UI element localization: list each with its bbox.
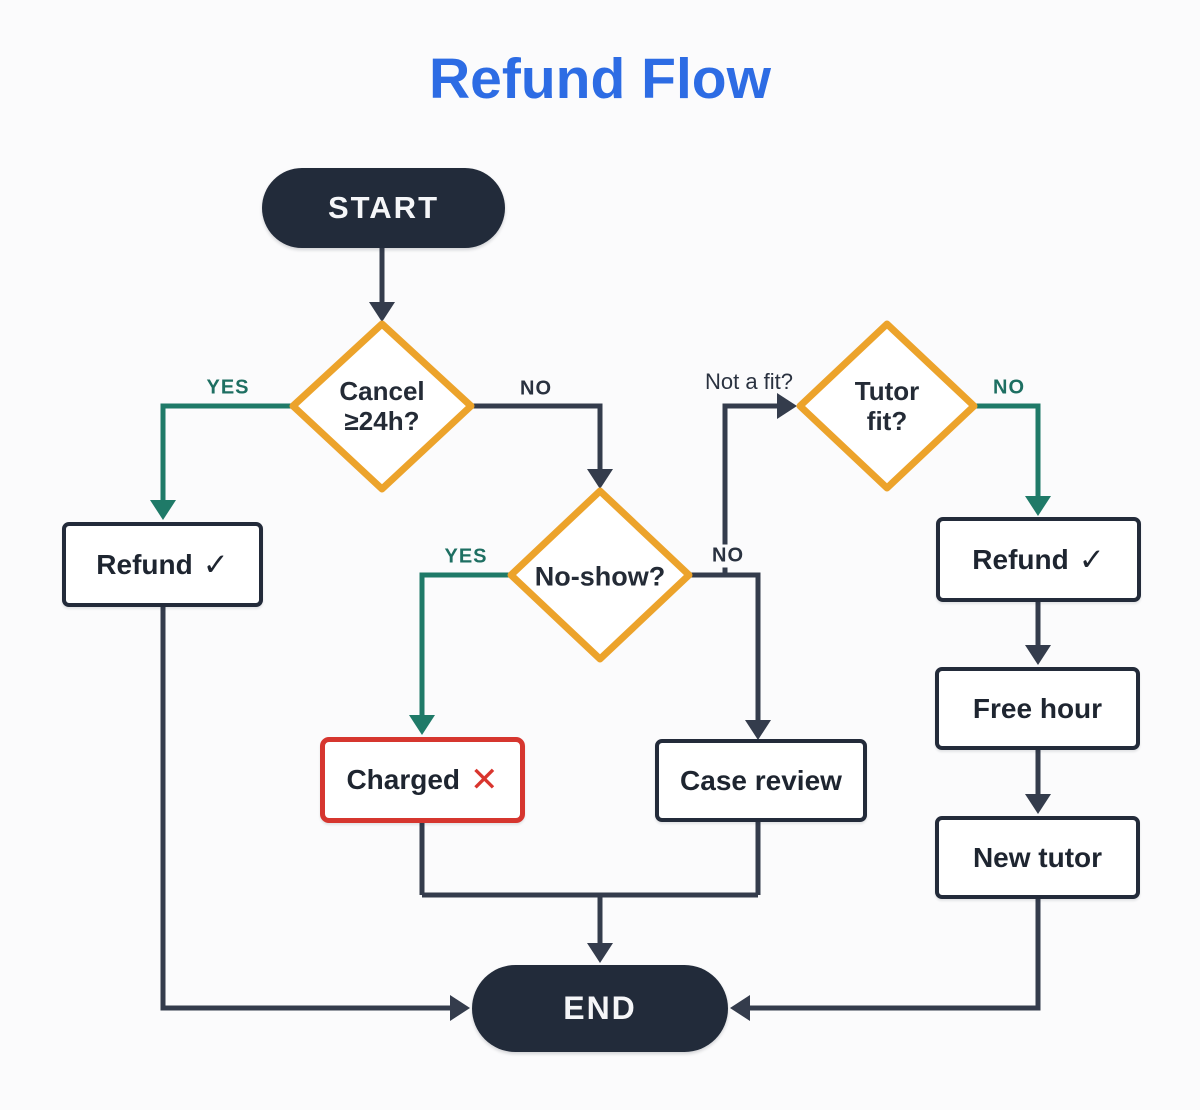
arrowhead-into-refund-right [1025,496,1051,516]
arrowhead-into-tutorfit [777,393,797,419]
checkmark-icon: ✓ [1078,541,1105,577]
cancel-no-label: NO [520,377,552,400]
diamond-tutorfit-shape [796,320,978,492]
arrowhead-into-new-tutor [1025,794,1051,814]
refund-left-label: Refund [96,548,193,580]
edge-refund-left-to-end [160,607,450,1011]
new-tutor-label: New tutor [972,841,1103,873]
cancel-decision-line1: Cancel [339,376,425,407]
cancel-decision-label: Cancel ≥24h? [339,376,425,437]
case-review-box: Case review [655,739,867,822]
page-title: Refund Flow [429,47,771,111]
x-mark-icon: ✕ [470,761,499,799]
arrowhead-into-case-review [745,720,771,740]
noshow-no-label: NO [707,544,749,568]
tutorfit-decision-label: Tutor fit? [854,376,920,437]
cancel-decision-line2: ≥24h? [344,406,420,436]
start-label: START [327,190,440,225]
arrowhead-into-free-hour [1025,645,1051,665]
case-review-label: Case review [680,764,842,796]
edge-tutorfit-no-to-refund-right [974,403,1041,498]
refund-approved-right-box: Refund ✓ [936,517,1141,602]
not-a-fit-label: Not a fit? [704,369,794,394]
edge-new-tutor-to-end [750,899,1041,1011]
refund-right-label: Refund [972,543,1069,575]
charged-box: Charged ✕ [320,737,525,823]
edge-not-a-fit-to-tutorfit [722,403,777,573]
noshow-decision-text: No-show? [534,561,666,592]
edge-cancel-yes-to-refund-left [160,403,293,502]
diamond-noshow-shape [507,487,693,663]
end-node: END [472,965,728,1052]
arrowhead-into-cancel [369,302,395,322]
edge-noshow-no-to-case-review [689,572,761,722]
edge-merge-to-end [419,822,761,945]
arrowhead-into-end-left [450,995,470,1021]
noshow-decision-label: No-show? [535,561,665,592]
start-node: START [262,168,505,248]
tutorfit-no-label: NO [993,376,1025,399]
cancel-yes-label: YES [206,376,250,399]
refund-approved-left-box: Refund ✓ [62,522,263,607]
arrowhead-into-end-right [730,995,750,1021]
free-hour-box: Free hour [935,667,1140,750]
arrowhead-into-charged [409,715,435,735]
new-tutor-box: New tutor [935,816,1140,899]
noshow-yes-label: YES [444,545,488,568]
edge-noshow-yes-to-charged [419,572,511,717]
arrowhead-into-end-top [587,943,613,963]
edge-cancel-no-to-noshow [471,403,603,471]
arrowhead-into-refund-left [150,500,176,520]
tutorfit-decision-line1: Tutor [854,376,920,407]
diamond-cancel-shape [289,320,475,493]
tutorfit-decision-line2: fit? [866,406,908,436]
arrowhead-into-noshow [587,469,613,489]
checkmark-icon: ✓ [202,546,229,582]
charged-label: Charged [346,764,461,795]
end-label: END [563,990,637,1026]
free-hour-label: Free hour [972,692,1103,724]
